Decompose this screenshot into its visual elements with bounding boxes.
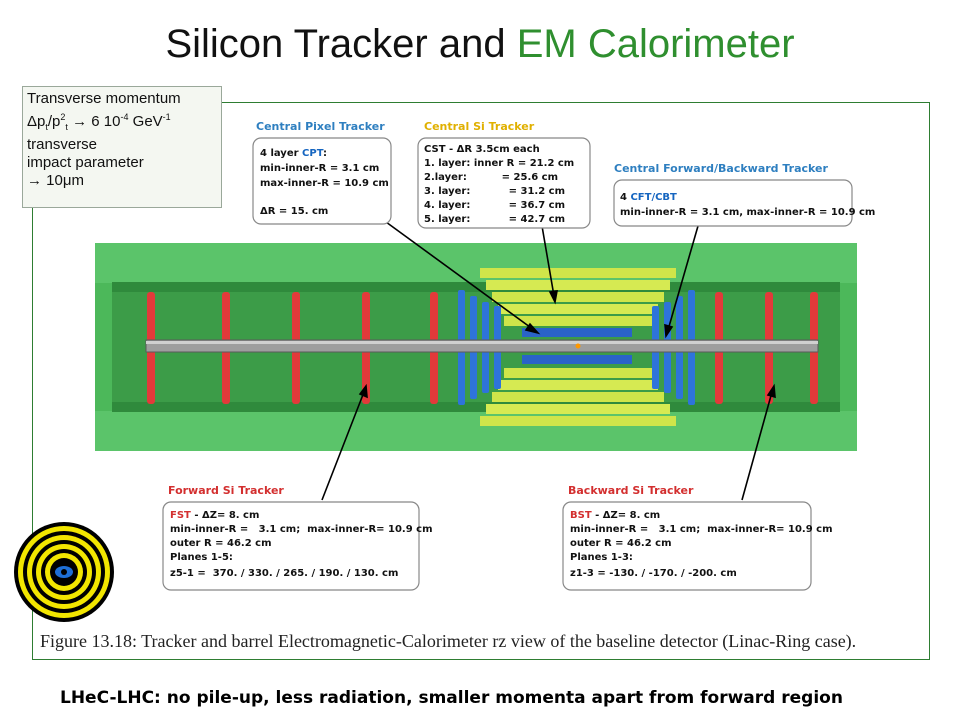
svg-text:2.layer: = 25.6 cm: 2.layer: = 25.6 cm <box>424 172 558 183</box>
svg-text:outer R = 46.2 cm: outer R = 46.2 cm <box>570 538 672 549</box>
svg-text:z5-1 = 370. / 330. / 265. / 1: z5-1 = 370. / 330. / 265. / 190. / 130. … <box>170 568 398 579</box>
cst-heading: Central Si Tracker <box>424 120 535 133</box>
svg-text:1. layer: inner R = 21.2 cm: 1. layer: inner R = 21.2 cm <box>424 158 574 169</box>
svg-text:z1-3 = -130. / -170. / -200. c: z1-3 = -130. / -170. / -200. cm <box>570 568 737 579</box>
pixel-tracker-top <box>522 328 632 337</box>
svg-text:ΔR = 15. cm: ΔR = 15. cm <box>260 206 328 217</box>
central-si-tracker-layers <box>480 268 676 426</box>
figure-caption: Figure 13.18: Tracker and barrel Electro… <box>40 631 857 651</box>
title-part1: Silicon Tracker and <box>165 22 517 66</box>
svg-text:min-inner-R = 3.1 cm; max-i: min-inner-R = 3.1 cm; max-inner-R= 10.9 … <box>170 524 433 535</box>
concentric-rings-graphic <box>14 522 114 622</box>
svg-text:min-inner-R = 3.1 cm; max-i: min-inner-R = 3.1 cm; max-inner-R= 10.9 … <box>570 524 833 535</box>
bst-heading: Backward Si Tracker <box>568 484 694 497</box>
bst-box <box>562 501 812 591</box>
svg-text:max-inner-R = 10.9 cm: max-inner-R = 10.9 cm <box>260 178 389 189</box>
cpt-box <box>252 137 392 225</box>
footer-note: LHeC-LHC: no pile-up, less radiation, sm… <box>60 688 843 708</box>
calorimeter-top-band <box>95 243 857 283</box>
fst-heading: Forward Si Tracker <box>168 484 284 497</box>
svg-text:Planes 1-5:: Planes 1-5: <box>170 552 233 563</box>
pixel-tracker-bottom <box>522 355 632 364</box>
backward-si-tracker-disks <box>715 292 818 404</box>
svg-text:BST - ΔZ= 8. cm: BST - ΔZ= 8. cm <box>570 510 660 521</box>
svg-text:3. layer: = 31.2 cm: 3. layer: = 31.2 cm <box>424 186 565 197</box>
svg-text:5. layer: = 42.7 cm: 5. layer: = 42.7 cm <box>424 214 565 225</box>
svg-text:4 CFT/CBT: 4 CFT/CBT <box>620 192 677 203</box>
cft-box <box>613 179 853 227</box>
cst-box <box>417 137 591 229</box>
cpt-heading: Central Pixel Tracker <box>256 120 385 133</box>
svg-text:4 layer CPT:: 4 layer CPT: <box>260 148 327 159</box>
title-part2: EM Calorimeter <box>516 22 795 66</box>
svg-text:FST - ΔZ= 8. cm: FST - ΔZ= 8. cm <box>170 510 259 521</box>
svg-text:4. layer: = 36.7 cm: 4. layer: = 36.7 cm <box>424 200 565 211</box>
calorimeter-bottom-band <box>95 411 857 451</box>
page-title: Silicon Tracker and EM Calorimeter <box>0 22 960 67</box>
fst-box <box>162 501 420 591</box>
svg-text:min-inner-R = 3.1 cm, max-inn: min-inner-R = 3.1 cm, max-inner-R = 10.9… <box>620 207 875 218</box>
svg-text:min-inner-R = 3.1 cm: min-inner-R = 3.1 cm <box>260 163 379 174</box>
cft-heading: Central Forward/Backward Tracker <box>614 162 829 175</box>
svg-text:CST - ΔR 3.5cm each: CST - ΔR 3.5cm each <box>424 144 540 155</box>
svg-text:Planes 1-3:: Planes 1-3: <box>570 552 633 563</box>
svg-text:outer R = 46.2 cm: outer R = 46.2 cm <box>170 538 272 549</box>
interaction-point <box>575 343 581 349</box>
momentum-resolution-box: Transverse momentum Δpt/p2t → 6 10-4 GeV… <box>22 86 222 208</box>
